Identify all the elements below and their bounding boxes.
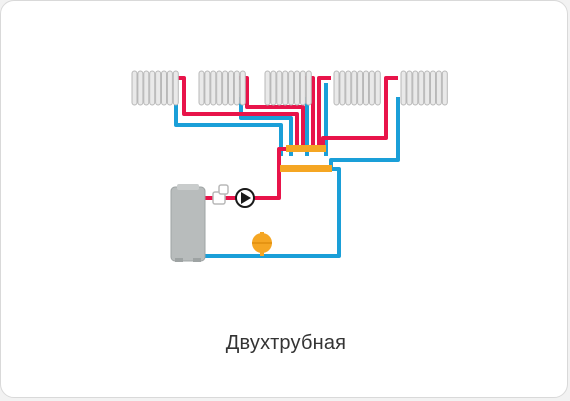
supply-pipe-4 — [317, 76, 331, 147]
radiator-fin — [204, 70, 211, 106]
scheme-caption: Двухтрубная — [225, 332, 347, 354]
boiler-body — [170, 186, 206, 262]
radiator-2 — [198, 70, 246, 106]
radiator-fin — [222, 70, 229, 106]
pump-icon — [235, 188, 255, 208]
radiator-fin — [418, 70, 425, 106]
radiator-fin — [374, 70, 381, 106]
valve-icon — [212, 184, 229, 205]
radiator-fin — [210, 70, 217, 106]
radiator-fin — [270, 70, 277, 106]
radiator-4 — [333, 70, 381, 106]
radiator-fin — [333, 70, 340, 106]
radiator-fin — [161, 70, 167, 106]
radiator-fin — [430, 70, 436, 106]
radiator-fin — [172, 70, 179, 106]
radiator-fin — [294, 70, 300, 106]
radiator-fin — [400, 70, 407, 106]
radiator-fin — [282, 70, 289, 106]
boiler-cap — [177, 184, 199, 190]
radiator-fin — [406, 70, 413, 106]
radiator-fin — [228, 70, 234, 106]
radiator-fin — [264, 70, 271, 106]
boiler — [170, 184, 206, 262]
radiator-fin — [345, 70, 352, 106]
supply-pipe-1 — [173, 76, 299, 147]
radiator-fin — [424, 70, 431, 106]
return-pipes — [174, 83, 400, 258]
boiler-foot-left — [175, 258, 183, 262]
radiator-fin — [288, 70, 295, 106]
radiator-fin — [441, 70, 448, 106]
supply-manifold — [286, 145, 326, 152]
radiator-fin — [198, 70, 205, 106]
radiator-fin — [137, 70, 144, 106]
return-main — [204, 167, 341, 258]
radiator-fin — [239, 70, 246, 106]
expansion-tank — [252, 232, 272, 256]
radiator-3 — [264, 70, 312, 106]
radiator-fin — [155, 70, 162, 106]
radiator-fin — [368, 70, 375, 106]
radiator-fin — [143, 70, 150, 106]
radiators — [131, 70, 448, 106]
return-pipe-2 — [239, 97, 293, 156]
radiator-fin — [233, 70, 240, 106]
radiator-fin — [412, 70, 419, 106]
radiator-fin — [305, 70, 312, 106]
radiator-fin — [435, 70, 442, 106]
radiator-fin — [299, 70, 306, 106]
radiator-fin — [357, 70, 364, 106]
radiator-fin — [131, 70, 138, 106]
radiator-fin — [363, 70, 369, 106]
radiator-fin — [351, 70, 358, 106]
return-pipe-5 — [329, 97, 400, 167]
return-pipe-1 — [174, 97, 283, 156]
return-manifold — [280, 165, 332, 172]
supply-pipe-5 — [321, 76, 398, 147]
radiator-fin — [339, 70, 346, 106]
radiator-1 — [131, 70, 179, 106]
radiator-5 — [400, 70, 448, 106]
radiator-fin — [276, 70, 283, 106]
radiator-fin — [149, 70, 156, 106]
radiator-fin — [216, 70, 223, 106]
manifold — [280, 145, 332, 172]
radiator-fin — [166, 70, 173, 106]
boiler-foot-right — [193, 258, 201, 262]
